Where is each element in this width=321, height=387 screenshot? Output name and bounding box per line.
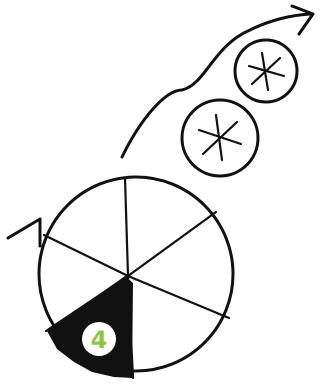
section-number-label: 4 — [91, 326, 108, 354]
divider-line — [44, 235, 128, 276]
asterisk-icon — [249, 53, 284, 90]
main-pie-circle: 4 — [39, 177, 233, 378]
left-arrow-icon — [8, 219, 40, 246]
section-number-badge: 4 — [82, 322, 116, 356]
divider-line — [125, 178, 128, 276]
medium-circle — [182, 100, 258, 176]
arrow-head-icon — [292, 6, 313, 34]
divider-line — [128, 212, 216, 276]
asterisk-icon — [199, 115, 241, 160]
small-circle — [235, 40, 297, 102]
divider-line — [128, 276, 229, 318]
